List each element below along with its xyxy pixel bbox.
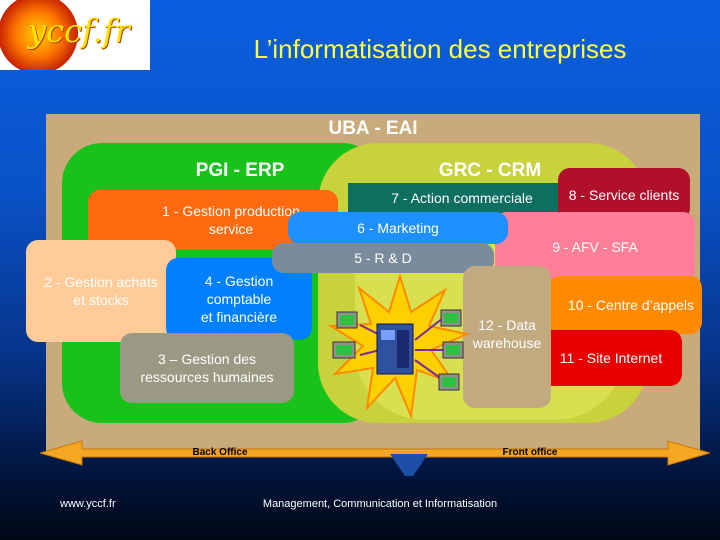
module-6-marketing: 6 - Marketing	[288, 212, 508, 244]
module-3-ressources-humaines: 3 – Gestion des ressources humaines	[120, 333, 294, 403]
sun-logo-icon	[0, 0, 78, 74]
footer-caption: Management, Communication et Informatisa…	[262, 498, 498, 510]
module-11-site-internet: 11 - Site Internet	[540, 330, 682, 386]
uba-eai-label: UBA - EAI	[328, 118, 418, 139]
module-8-service-clients: 8 - Service clients	[558, 168, 690, 220]
grc-crm-label: GRC - CRM	[438, 160, 542, 181]
logo-text: yccf.fr	[28, 12, 130, 50]
pgi-erp-label: PGI - ERP	[195, 160, 285, 181]
footer-url: www.yccf.fr	[60, 498, 116, 510]
logo: yccf.fr	[0, 0, 150, 74]
back-office-label: Back Office	[192, 447, 248, 458]
module-10-centre-appels: 10 - Centre d’appels	[548, 276, 702, 334]
module-12-data-warehouse: 12 - Data warehouse	[463, 266, 551, 408]
module-2-achats-stocks: 2 - Gestion achats et stocks	[26, 240, 176, 342]
server-network-icon	[327, 272, 471, 420]
module-5-r-and-d: 5 - R & D	[272, 243, 494, 273]
front-office-label: Front office	[502, 447, 558, 458]
back-front-office-arrow	[40, 440, 710, 476]
page-title: L’informatisation des entreprises	[253, 34, 627, 64]
module-7-action-commerciale: 7 - Action commerciale	[348, 183, 576, 213]
